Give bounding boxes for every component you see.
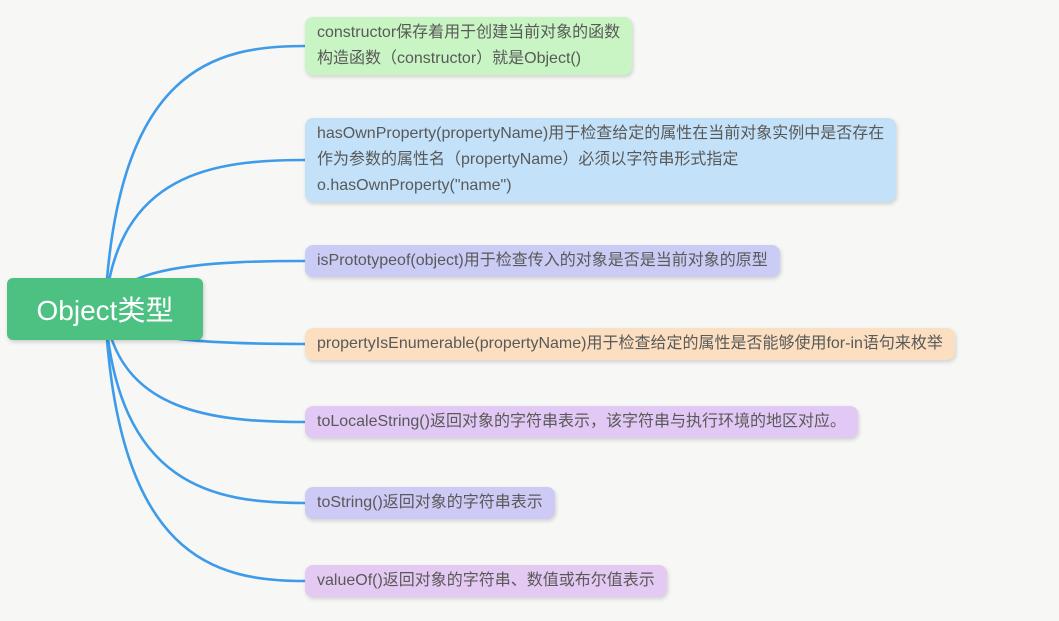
- branch-node-isprototypeof[interactable]: isPrototypeof(object)用于检查传入的对象是否是当前对象的原型: [305, 245, 780, 277]
- branch-node-constructor[interactable]: constructor保存着用于创建当前对象的函数 构造函数（construct…: [305, 17, 633, 75]
- branch-node-tostring[interactable]: toString()返回对象的字符串表示: [305, 487, 555, 519]
- branch-node-hasownproperty[interactable]: hasOwnProperty(propertyName)用于检查给定的属性在当前…: [305, 118, 897, 202]
- branch-node-propertyisenumerable[interactable]: propertyIsEnumerable(propertyName)用于检查给定…: [305, 328, 955, 360]
- root-node[interactable]: Object类型: [7, 278, 203, 340]
- branch-node-valueof[interactable]: valueOf()返回对象的字符串、数值或布尔值表示: [305, 565, 667, 597]
- branch-node-tolocalestring[interactable]: toLocaleString()返回对象的字符串表示，该字符串与执行环境的地区对…: [305, 406, 858, 438]
